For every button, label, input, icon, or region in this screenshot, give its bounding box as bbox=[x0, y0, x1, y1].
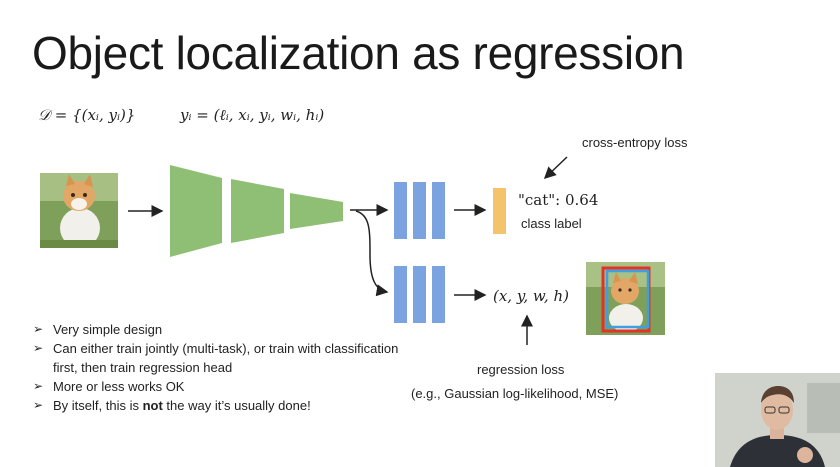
encoder-block-2 bbox=[231, 179, 284, 243]
bbox-blue bbox=[605, 269, 650, 329]
bbox-output-text: (x, y, w, h) bbox=[493, 287, 569, 305]
cat-output-text: "cat": 0.64 bbox=[518, 191, 599, 209]
bullet-item: More or less works OK bbox=[33, 377, 413, 396]
class-output-bar bbox=[493, 188, 506, 234]
output-cat-image bbox=[586, 262, 665, 335]
class-label-text: class label bbox=[521, 216, 582, 231]
encoder-block-3 bbox=[290, 193, 343, 229]
regression-head-layer-3 bbox=[432, 266, 445, 323]
bullet-text-part: By itself, this is bbox=[53, 398, 143, 413]
cross-entropy-label: cross-entropy loss bbox=[582, 135, 688, 150]
bullet-item: Can either train jointly (multi-task), o… bbox=[33, 339, 413, 377]
presenter-figure bbox=[715, 373, 840, 467]
input-cat-image bbox=[40, 173, 118, 248]
presenter-webcam bbox=[715, 373, 840, 467]
regression-loss-label: regression loss bbox=[477, 362, 565, 377]
arrow-encoder-to-regression-head bbox=[355, 210, 389, 297]
regression-loss-examples: (e.g., Gaussian log-likelihood, MSE) bbox=[411, 386, 619, 401]
dataset-formula: 𝒟 = {(xᵢ, yᵢ)} bbox=[38, 106, 136, 124]
encoder-block-1 bbox=[170, 165, 222, 257]
class-head-layer-1 bbox=[394, 182, 407, 239]
bullet-text-part: the way it’s usually done! bbox=[162, 398, 311, 413]
regression-head-layer-1 bbox=[394, 266, 407, 323]
slide-title: Object localization as regression bbox=[32, 27, 685, 79]
bullet-item-emphasis: By itself, this is not the way it’s usua… bbox=[33, 396, 413, 415]
bullet-list: Very simple design Can either train join… bbox=[33, 320, 413, 415]
class-head-layer-3 bbox=[432, 182, 445, 239]
bullet-emphasis-not: not bbox=[142, 398, 163, 413]
regression-head-layer-2 bbox=[413, 266, 426, 323]
label-formula: yᵢ = (ℓᵢ, xᵢ, yᵢ, wᵢ, hᵢ) bbox=[180, 106, 325, 124]
arrow-cross-entropy bbox=[543, 156, 568, 180]
class-head-layer-2 bbox=[413, 182, 426, 239]
bullet-item: Very simple design bbox=[33, 320, 413, 339]
